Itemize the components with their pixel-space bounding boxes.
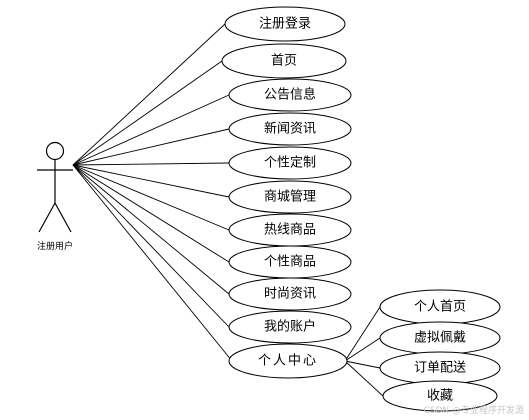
use-case-8: 个性商品 xyxy=(228,245,352,279)
association-line xyxy=(72,23,226,166)
use-case-3: 公告信息 xyxy=(228,78,352,112)
sub-use-case-1: 个人首页 xyxy=(379,289,501,325)
association-line xyxy=(344,306,381,362)
association-line xyxy=(72,164,230,231)
use-case-ellipse xyxy=(228,277,352,311)
association-line xyxy=(72,164,230,198)
use-case-5: 个性定制 xyxy=(228,146,352,180)
use-case-ellipse xyxy=(228,310,352,344)
use-case-label: 新闻资讯 xyxy=(264,121,316,137)
association-line xyxy=(72,164,230,295)
use-case-label: 收藏 xyxy=(427,389,453,404)
use-case-label: 个人首页 xyxy=(414,300,466,315)
actor-label: 注册用户 xyxy=(37,240,73,252)
use-case-10: 我的账户 xyxy=(228,310,352,344)
sub-use-case-3: 订单配送 xyxy=(379,351,501,385)
use-case-2: 首页 xyxy=(221,43,347,79)
use-case-9: 时尚资讯 xyxy=(228,277,352,311)
actor-right-leg xyxy=(54,202,72,233)
use-case-ellipse xyxy=(228,146,352,180)
association-line xyxy=(344,360,384,397)
use-case-label: 个性定制 xyxy=(264,156,316,171)
use-case-11: 个人中心 xyxy=(228,343,348,379)
use-case-label: 热线商品 xyxy=(264,223,316,238)
use-case-label: 时尚资讯 xyxy=(264,287,316,302)
use-case-label: 首页 xyxy=(271,54,297,69)
association-line xyxy=(72,94,230,166)
use-case-ellipse xyxy=(382,380,498,412)
use-case-label: 虚拟佩戴 xyxy=(414,331,466,346)
association-line xyxy=(344,360,381,369)
watermark-text: CSDN @专业程序开发源 xyxy=(423,404,524,416)
use-case-7: 热线商品 xyxy=(228,213,352,247)
personal-center-associations xyxy=(344,306,384,397)
association-line xyxy=(72,162,230,166)
actor-stick-figure xyxy=(37,141,73,233)
association-line xyxy=(72,164,233,362)
actor-associations xyxy=(72,23,233,362)
actor-left-leg xyxy=(38,202,56,233)
use-case-ellipse xyxy=(228,78,352,112)
actor-head xyxy=(45,141,65,161)
association-line xyxy=(72,164,230,328)
use-case-4: 新闻资讯 xyxy=(228,112,352,146)
sub-use-case-4: 收藏 xyxy=(382,380,498,412)
use-case-label: 个性商品 xyxy=(264,255,316,270)
use-case-ellipse xyxy=(228,343,348,379)
use-case-ellipse xyxy=(228,180,352,214)
association-line xyxy=(72,164,230,263)
use-case-label: 个人中心 xyxy=(258,354,318,369)
use-case-1: 注册登录 xyxy=(224,6,346,42)
use-case-ellipse xyxy=(228,112,352,146)
use-case-label: 注册登录 xyxy=(259,17,311,32)
use-case-label: 订单配送 xyxy=(414,361,466,376)
association-line xyxy=(344,337,381,362)
use-case-label: 我的账户 xyxy=(264,319,316,335)
association-line xyxy=(72,60,223,166)
association-line xyxy=(72,128,230,166)
use-case-label: 公告信息 xyxy=(264,87,316,103)
use-case-6: 商城管理 xyxy=(228,180,352,214)
sub-use-case-2: 虚拟佩戴 xyxy=(379,321,501,355)
use-case-ellipse xyxy=(224,6,346,42)
use-case-ellipse xyxy=(221,43,347,79)
use-case-label: 商城管理 xyxy=(264,190,316,205)
